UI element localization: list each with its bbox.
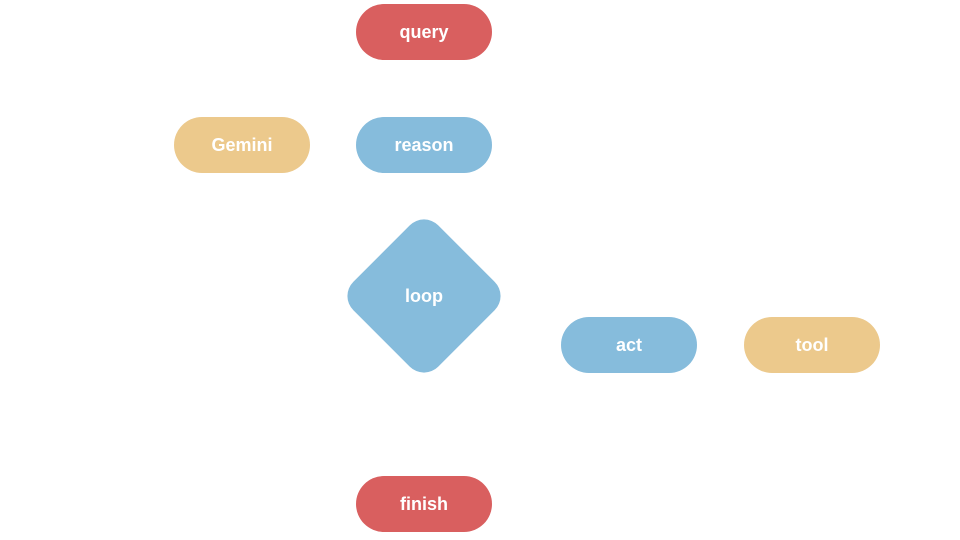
- loop-decision[interactable]: loop: [339, 211, 509, 381]
- tool-node[interactable]: tool: [744, 317, 880, 373]
- finish-label: finish: [400, 493, 448, 514]
- gemini-node[interactable]: Gemini: [174, 117, 310, 173]
- act-label: act: [615, 334, 642, 355]
- act-node[interactable]: act: [561, 317, 697, 373]
- gemini-label: Gemini: [211, 134, 273, 155]
- tool-label: tool: [795, 334, 829, 355]
- query-label: query: [399, 21, 449, 42]
- loop-label: loop: [405, 285, 443, 306]
- finish-node[interactable]: finish: [356, 476, 492, 532]
- reason-node[interactable]: reason: [356, 117, 492, 173]
- reason-label: reason: [394, 134, 454, 155]
- query-node[interactable]: query: [356, 4, 492, 60]
